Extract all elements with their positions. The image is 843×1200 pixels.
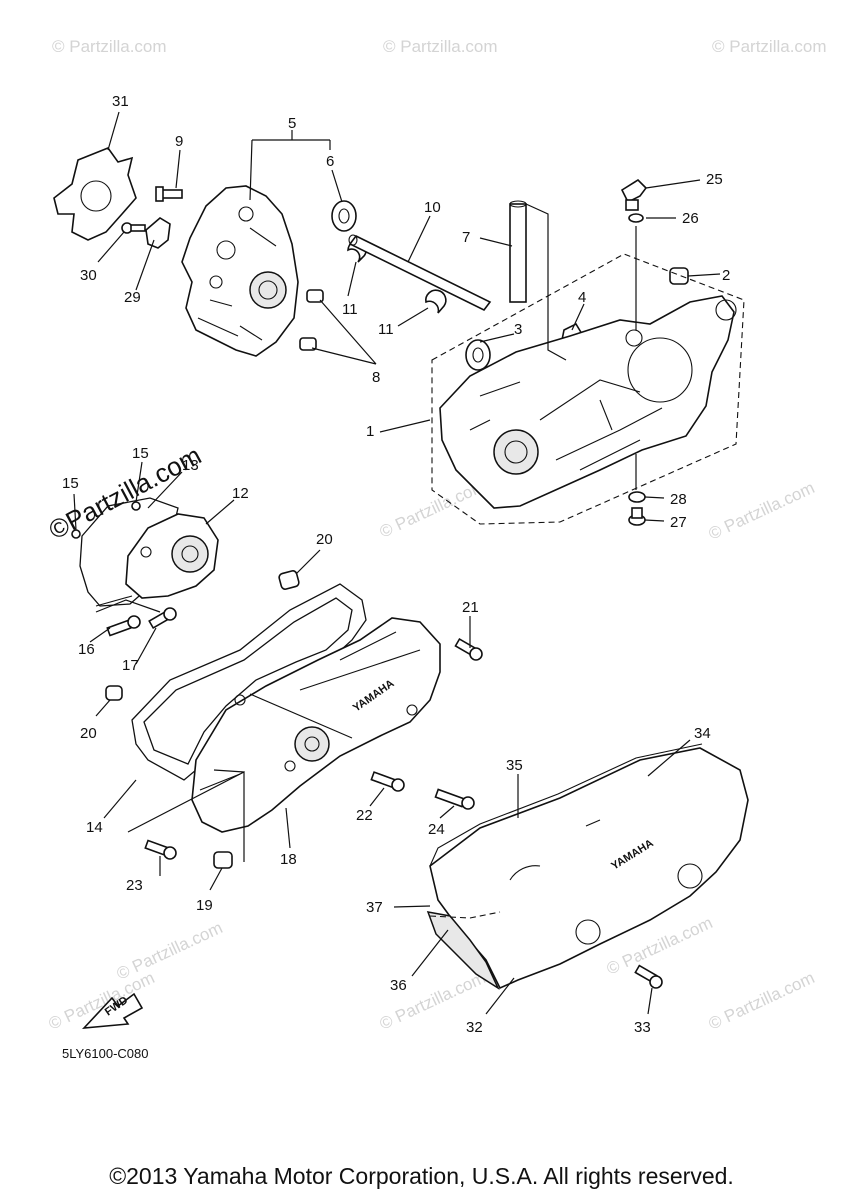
part-5-left-crankcase (181, 185, 299, 357)
callout-19: 19 (196, 897, 213, 914)
callout-24: 24 (428, 821, 445, 838)
part-18-cover: YAMAHA (191, 617, 441, 833)
part-34-outer-cover: YAMAHA (429, 743, 749, 990)
callout-34: 34 (694, 725, 711, 742)
callout-6: 6 (326, 153, 334, 170)
callout-22: 22 (356, 807, 373, 824)
callout-33: 33 (634, 1019, 651, 1036)
part-20-dowel (278, 570, 300, 590)
callout-32: 32 (466, 1019, 483, 1036)
part-29-clip (145, 217, 171, 249)
callout-2: 2 (722, 267, 730, 284)
part-28-washer (628, 491, 646, 503)
callout-labels: 31 5 6 9 30 29 10 7 25 26 2 11 11 4 3 8 … (62, 93, 730, 1036)
callout-11: 11 (378, 321, 394, 338)
part-16-bolt (106, 615, 141, 637)
callout-36: 36 (390, 977, 407, 994)
part-10-shaft (348, 234, 492, 312)
part-27-bolt (628, 507, 646, 526)
part-8-dowel (306, 289, 324, 303)
part-8-dowel (299, 337, 317, 351)
callout-17: 17 (122, 657, 139, 674)
callout-27: 27 (670, 514, 687, 531)
callout-35: 35 (506, 757, 523, 774)
part-24-bolt (434, 788, 475, 810)
watermark: © Partzilla.com (712, 37, 827, 56)
part-2-dowel (669, 267, 689, 285)
leader-lines (73, 111, 721, 1015)
part-9-bolt (155, 186, 183, 202)
callout-23: 23 (126, 877, 143, 894)
part-12-cover (125, 513, 219, 599)
callout-12: 12 (232, 485, 249, 502)
part-36-panel (426, 911, 500, 991)
callout-10: 10 (424, 199, 441, 216)
part-23-bolt (144, 839, 177, 860)
part-33-screw (634, 964, 663, 989)
part-6-bearing (331, 200, 357, 232)
drawing-code: 5LY6100-C080 (62, 1046, 149, 1061)
part-3-bearing (465, 339, 491, 371)
callout-25: 25 (706, 171, 723, 188)
watermark: © Partzilla.com (114, 918, 226, 984)
part-31-plate (53, 147, 137, 241)
callout-20: 20 (316, 531, 333, 548)
part-7-tube (509, 200, 527, 303)
callout-14: 14 (86, 819, 103, 836)
watermark: © Partzilla.com (706, 478, 818, 544)
part-25-plug (620, 178, 648, 211)
watermark: © Partzilla.com (383, 37, 498, 56)
callout-16: 16 (78, 641, 95, 658)
callout-8: 8 (372, 369, 380, 386)
callout-30: 30 (80, 267, 97, 284)
callout-21: 21 (462, 599, 479, 616)
copyright-notice: ©2013 Yamaha Motor Corporation, U.S.A. A… (109, 1163, 734, 1189)
callout-18: 18 (280, 851, 297, 868)
part-22-bolt (370, 771, 405, 792)
callout-15: 15 (132, 445, 149, 462)
part-26-oring (628, 213, 644, 223)
callout-13: 13 (182, 457, 199, 474)
callout-15: 15 (62, 475, 79, 492)
callout-3: 3 (514, 321, 522, 338)
part-1-right-crankcase (431, 253, 745, 525)
callout-26: 26 (682, 210, 699, 227)
callout-28: 28 (670, 491, 687, 508)
callout-5: 5 (288, 115, 296, 132)
part-15-fastener (131, 501, 141, 511)
part-21-bolt (454, 637, 483, 661)
callout-4: 4 (578, 289, 586, 306)
part-15-fastener (71, 529, 81, 539)
part-20-dowel (105, 685, 123, 701)
callout-29: 29 (124, 289, 141, 306)
callout-1: 1 (366, 423, 374, 440)
part-30-screw (121, 222, 146, 234)
callout-20: 20 (80, 725, 97, 742)
part-17-bolt (148, 607, 177, 630)
callout-9: 9 (175, 133, 183, 150)
part-19-dowel (213, 851, 233, 869)
callout-31: 31 (112, 93, 129, 110)
watermark: © Partzilla.com (706, 968, 818, 1034)
callout-7: 7 (462, 229, 470, 246)
part-11-circlip (425, 289, 447, 314)
callout-11: 11 (342, 301, 358, 318)
callout-37: 37 (366, 899, 383, 916)
watermark: © Partzilla.com (52, 37, 167, 56)
